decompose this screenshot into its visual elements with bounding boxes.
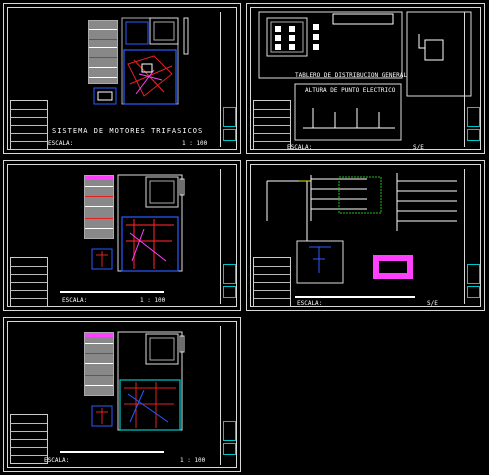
sheet-frame: [7, 7, 237, 150]
height-title: ALTURA DE PUNTO ELECTRICO: [305, 87, 396, 94]
scale-value: S/E: [427, 300, 438, 307]
sheet-3[interactable]: ESCALA: 1 : 100: [3, 160, 241, 311]
scale-label: ESCALA:: [62, 297, 88, 304]
legend-block: [84, 332, 114, 396]
sheet-1[interactable]: SISTEMA DE MOTORES TRIFASICOS ESCALA: 1 …: [3, 3, 241, 154]
floor-plan-drawing: [93, 17, 189, 105]
scale-label: ESCALA:: [297, 300, 323, 307]
title-block: [464, 12, 480, 147]
sheet-frame: [250, 7, 481, 150]
panel-diagram: [258, 11, 472, 141]
single-line-diagram: [266, 173, 457, 298]
legend-block: [88, 20, 118, 84]
sheet-4[interactable]: ESCALA: S/E: [246, 160, 485, 311]
sheet-2[interactable]: TABLERO DE DISTRIBUCION GENERAL ALTURA D…: [246, 3, 485, 154]
scale-value: 1 : 100: [180, 457, 206, 464]
panel-title: TABLERO DE DISTRIBUCION GENERAL: [295, 72, 407, 79]
title-block: [220, 326, 236, 465]
scale-label: ESCALA:: [44, 457, 70, 464]
scale-value: S/E: [413, 144, 424, 151]
scale-value: 1 : 100: [182, 140, 208, 147]
scale-value: 1 : 100: [140, 297, 166, 304]
data-table: [253, 100, 291, 150]
title-block: [220, 169, 236, 304]
sheet-5[interactable]: ESCALA: 1 : 100: [3, 317, 241, 472]
drawing-title: SISTEMA DE MOTORES TRIFASICOS: [52, 127, 204, 135]
data-table: [10, 414, 48, 464]
scale-label: ESCALA:: [48, 140, 74, 147]
sheet-frame: [7, 321, 237, 468]
title-block: [464, 169, 480, 304]
data-table: [10, 100, 48, 150]
data-table: [253, 257, 291, 307]
sheet-frame: [250, 164, 481, 307]
floor-plan-drawing: [60, 331, 185, 453]
legend-block: [84, 175, 114, 239]
scale-label: ESCALA:: [287, 144, 313, 151]
floor-plan-drawing: [60, 174, 185, 293]
title-block: [220, 12, 236, 147]
sheet-frame: [7, 164, 237, 307]
data-table: [10, 257, 48, 307]
